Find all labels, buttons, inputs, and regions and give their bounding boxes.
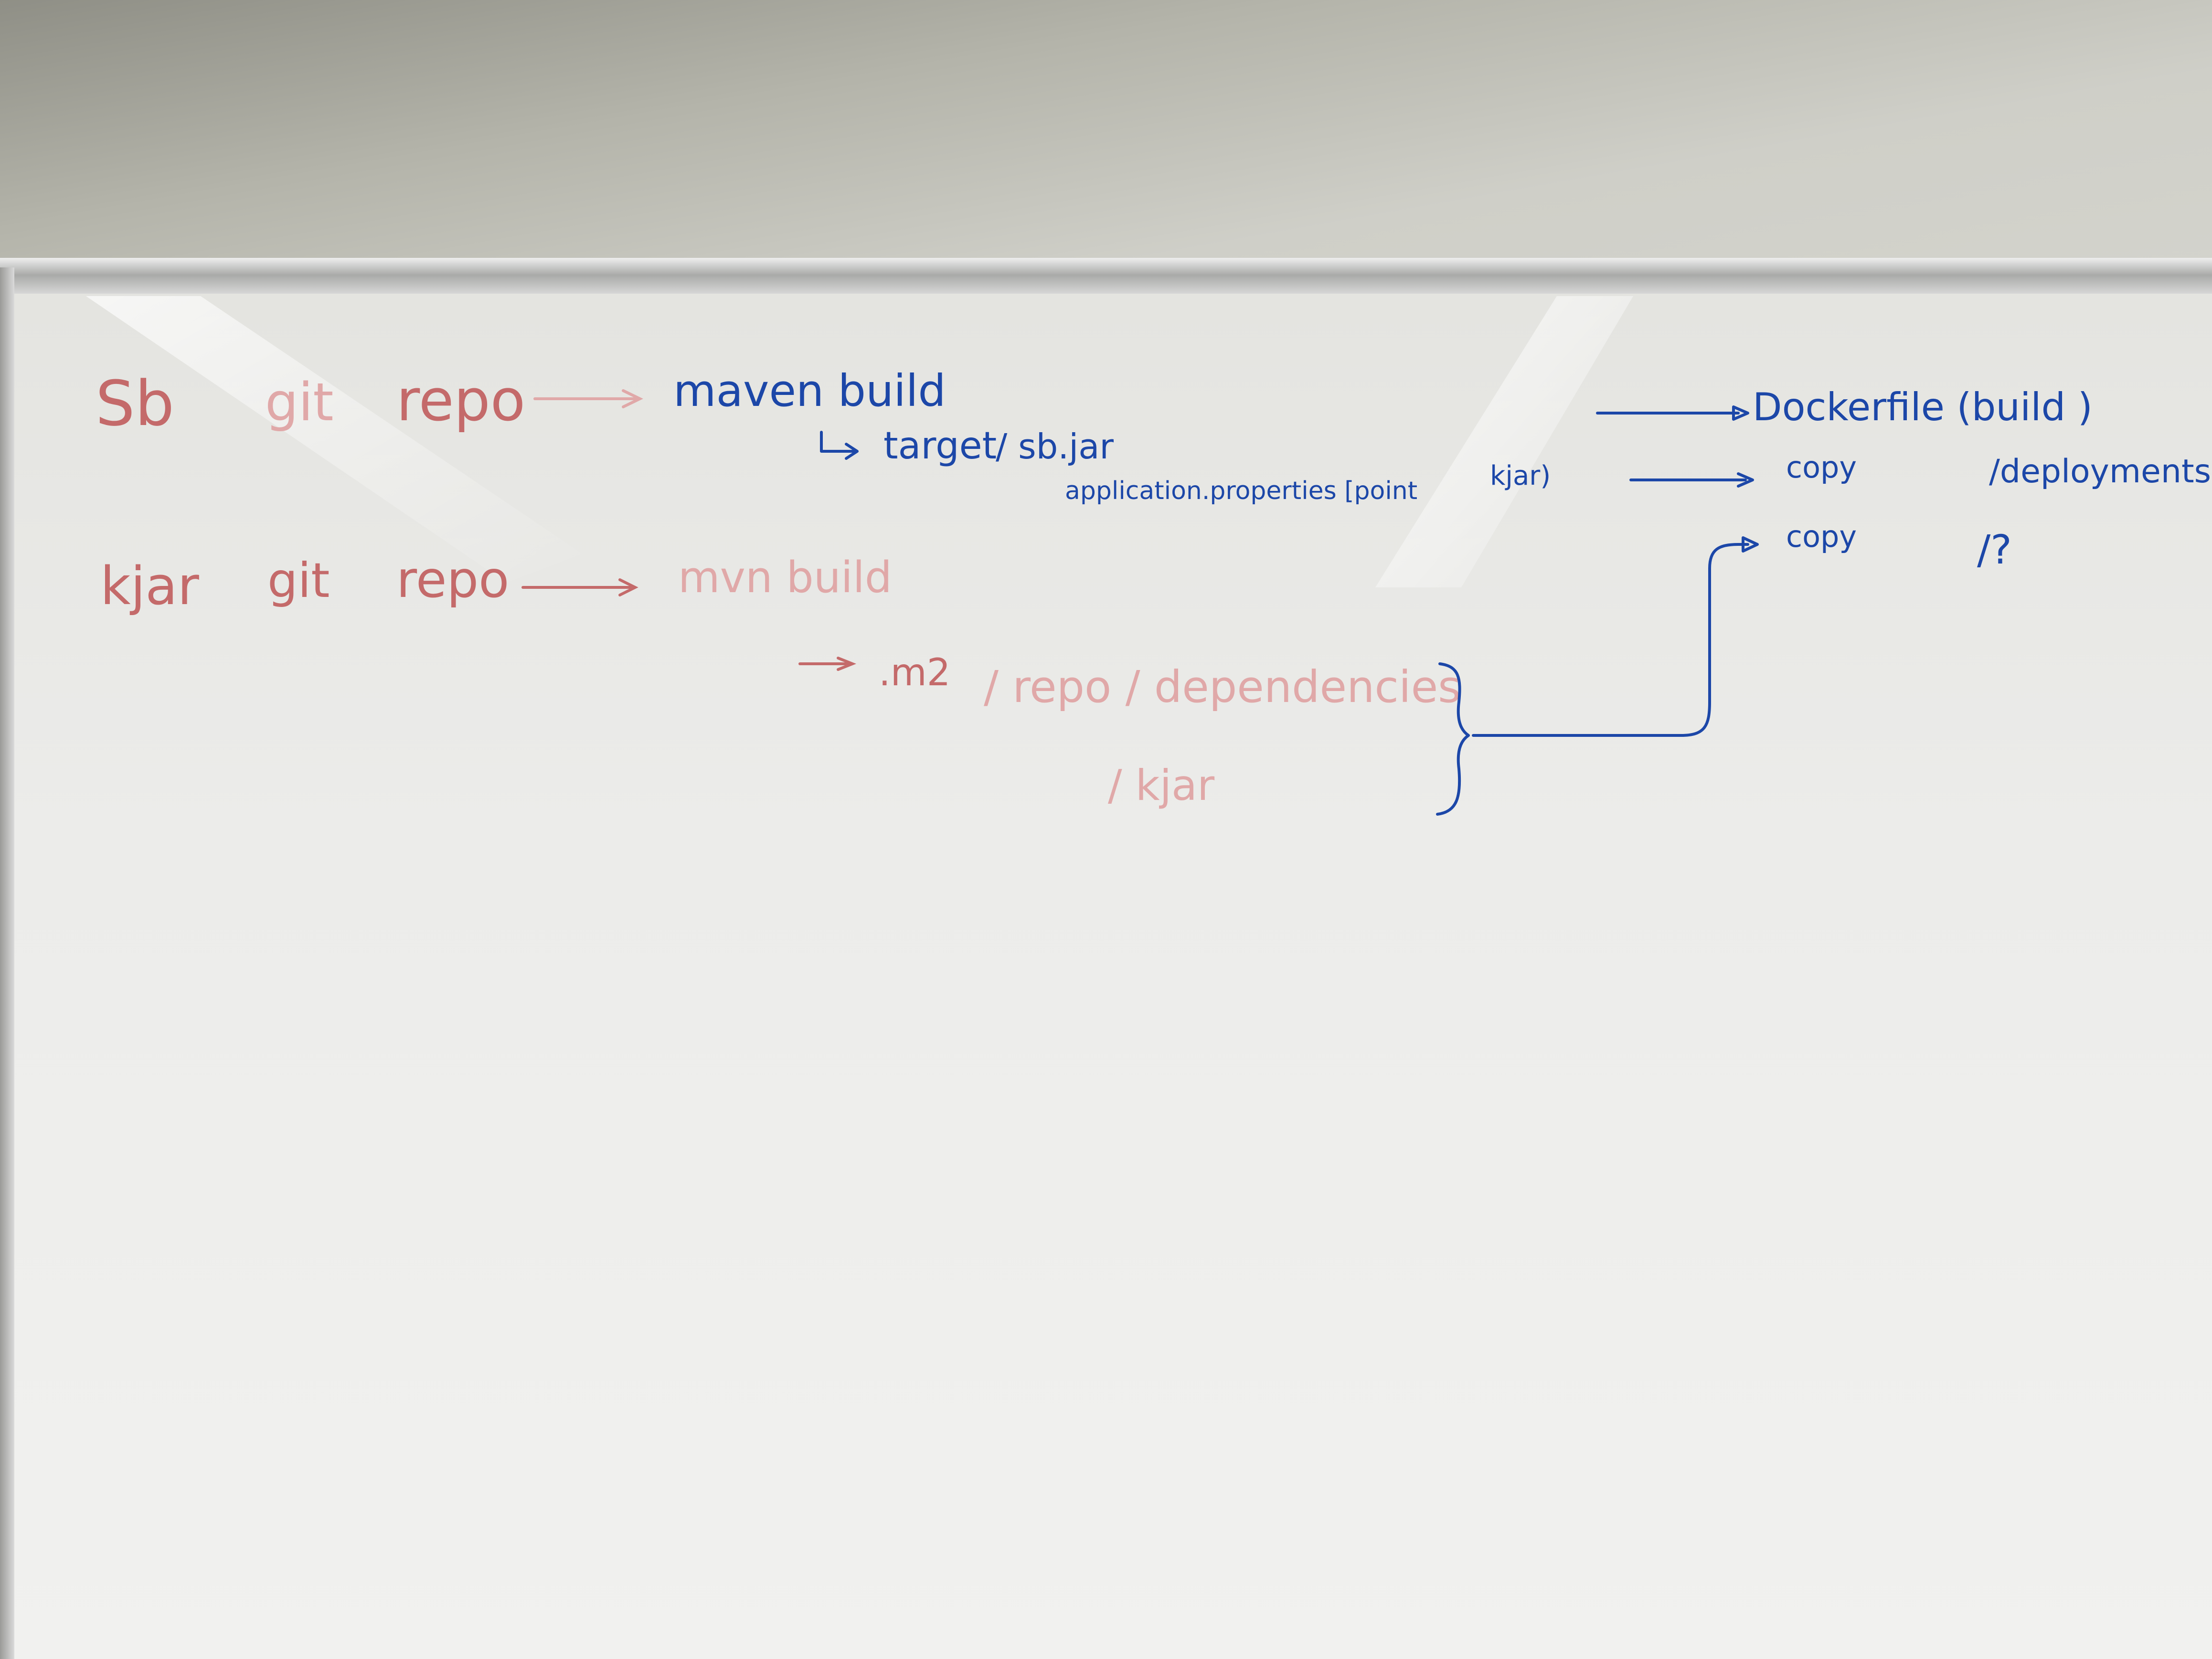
copy2-arrowhead (1742, 536, 1759, 553)
sb-arrow-to-maven (533, 389, 643, 408)
dependencies-brace (1436, 662, 1470, 816)
dockerfile-label: Dockerfile (build ) (1753, 385, 2093, 429)
sb-jar-label: / sb.jar (996, 426, 1114, 467)
sb-repo-label: repo (396, 368, 525, 434)
whiteboard-top-rail (0, 258, 2212, 296)
repo-dependencies-label: / repo / dependencies (984, 661, 1461, 713)
arrow-to-copy1 (1629, 472, 1754, 488)
sb-label: Sb (96, 367, 174, 440)
m2-arrow (798, 657, 857, 671)
whiteboard-left-frame (0, 267, 14, 1659)
kjar-git-label: git (267, 553, 330, 608)
sb-maven-build-label: maven build (673, 365, 946, 416)
application-properties-label: application.properties [point (1065, 477, 1417, 505)
wall (0, 0, 2212, 267)
kjar-paren-label: kjar) (1490, 460, 1551, 491)
target-label: target (883, 425, 997, 468)
kjar-repo-label: repo (396, 551, 509, 609)
arrow-to-dockerfile (1596, 405, 1749, 421)
unknown-destination-label: /? (1977, 526, 2012, 573)
glare-right (1375, 296, 1633, 587)
kjar-arrow-to-mvn (521, 578, 638, 596)
glare-left (86, 296, 583, 583)
kjar-path-label: / kjar (1108, 761, 1215, 810)
dependencies-connector-arrow (1472, 543, 1749, 737)
target-arrow (820, 431, 859, 460)
copy1-label: copy (1786, 450, 1857, 485)
deployments-label: /deployments (1989, 453, 2211, 490)
sb-git-label: git (265, 372, 334, 433)
kjar-label: kjar (100, 555, 200, 617)
m2-label: .m2 (879, 651, 950, 694)
copy2-label: copy (1786, 519, 1857, 554)
kjar-mvn-build-label: mvn build (678, 553, 892, 603)
whiteboard-surface (14, 294, 2212, 1659)
